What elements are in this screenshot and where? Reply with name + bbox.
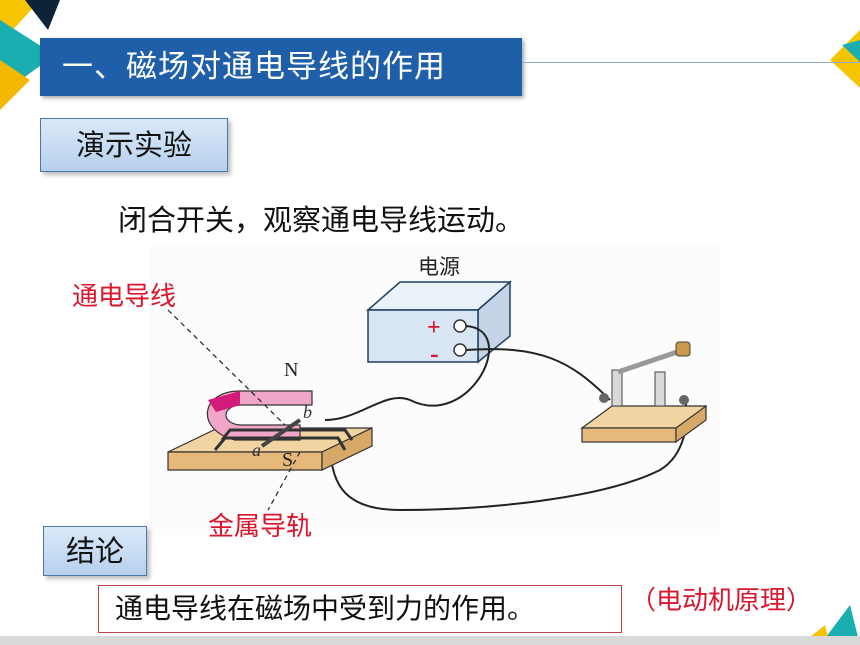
page-title: 一、磁场对通电导线的作用 <box>40 38 522 96</box>
point-a-label: a <box>252 440 261 460</box>
corner-decoration-right <box>830 30 860 88</box>
switch-lever <box>617 347 684 375</box>
rail-label: 金属导轨 <box>208 512 313 542</box>
power-source-label: 电源 <box>418 255 460 279</box>
demo-label: 演示实验 <box>40 118 228 172</box>
magnet-pole-mark <box>208 391 240 412</box>
negative-sign: - <box>430 339 439 368</box>
positive-terminal <box>453 319 467 333</box>
conclusion-text: 通电导线在磁场中受到力的作用。 <box>98 585 622 633</box>
return-wire <box>329 399 688 512</box>
rail-base-side <box>321 427 373 471</box>
switch-post-left <box>611 369 623 407</box>
switch-terminal-right <box>679 395 689 405</box>
switch-base-side <box>675 404 707 444</box>
conclusion-label: 结论 <box>43 526 147 576</box>
positive-sign: + <box>427 315 441 341</box>
motor-principle-note: （电动机原理） <box>630 586 813 616</box>
negative-wire <box>465 348 611 401</box>
switch-base-front <box>581 427 677 443</box>
corner-decoration-left <box>0 0 60 110</box>
instruction-text: 闭合开关，观察通电导线运动。 <box>106 196 596 244</box>
footer-bar <box>0 636 860 645</box>
south-pole-label: S <box>282 449 293 471</box>
rail-leader-line <box>267 451 301 511</box>
positive-wire <box>324 325 491 421</box>
switch-terminal-left <box>599 393 609 403</box>
point-b-label: b <box>303 402 312 422</box>
switch-post-right <box>654 371 666 407</box>
wire-leader-line <box>167 309 286 426</box>
conducting-rod <box>260 418 302 448</box>
title-divider <box>522 62 860 63</box>
wire-label: 通电导线 <box>72 282 177 312</box>
north-pole-label: N <box>284 359 298 381</box>
metal-rail-front <box>213 436 347 451</box>
switch-handle <box>675 341 691 357</box>
negative-terminal <box>453 343 467 357</box>
